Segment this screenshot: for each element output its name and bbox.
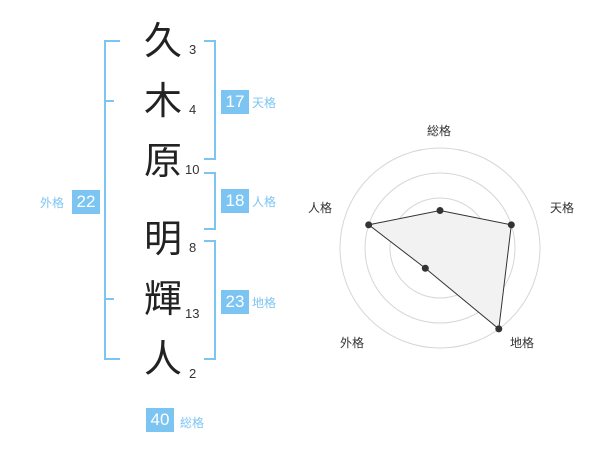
stroke-count-3: 10 (185, 162, 200, 177)
radar-points (365, 207, 515, 333)
name-char-4: 明 (143, 217, 182, 261)
name-char-2: 木 (143, 79, 182, 123)
name-char-3: 原 (143, 139, 182, 183)
name-char-5: 輝 (143, 277, 182, 321)
radar-point-4 (421, 264, 429, 272)
radar-axis-label-chikaku: 地格 (510, 336, 535, 350)
name-char-6: 人 (143, 337, 182, 381)
radar-axis-label-soukaku: 総格 (427, 124, 452, 138)
radar-value-polygon (367, 209, 512, 330)
radar-point-5 (365, 221, 373, 229)
radar-ring (339, 147, 541, 349)
stroke-count-2: 4 (189, 102, 197, 117)
gaikaku-label: 外格 (40, 196, 65, 210)
tenkaku-label: 天格 (252, 96, 277, 110)
radar-axis-label-tenkaku: 天格 (550, 201, 575, 215)
soukaku-value: 40 (146, 408, 174, 432)
stroke-count-5: 13 (185, 306, 200, 321)
soukaku-label: 総格 (180, 416, 205, 430)
gaikaku-value: 22 (72, 190, 100, 214)
radar-point-1 (436, 207, 444, 214)
tenkaku-value: 17 (221, 90, 249, 114)
radar-point-2 (507, 221, 515, 229)
stroke-count-4: 8 (189, 240, 197, 255)
chikaku-label: 地格 (252, 296, 277, 310)
stroke-count-1: 3 (189, 42, 197, 57)
radar-point-3 (495, 325, 503, 333)
stroke-count-6: 2 (189, 366, 197, 381)
radar-axis-label-jinkaku: 人格 (308, 201, 333, 215)
chikaku-value: 23 (221, 290, 249, 314)
radar-axis-label-gaikaku: 外格 (340, 336, 365, 350)
jinkaku-value: 18 (221, 189, 249, 213)
name-char-1: 久 (143, 19, 182, 63)
radar-ring (364, 172, 516, 324)
jinkaku-label: 人格 (252, 195, 277, 209)
